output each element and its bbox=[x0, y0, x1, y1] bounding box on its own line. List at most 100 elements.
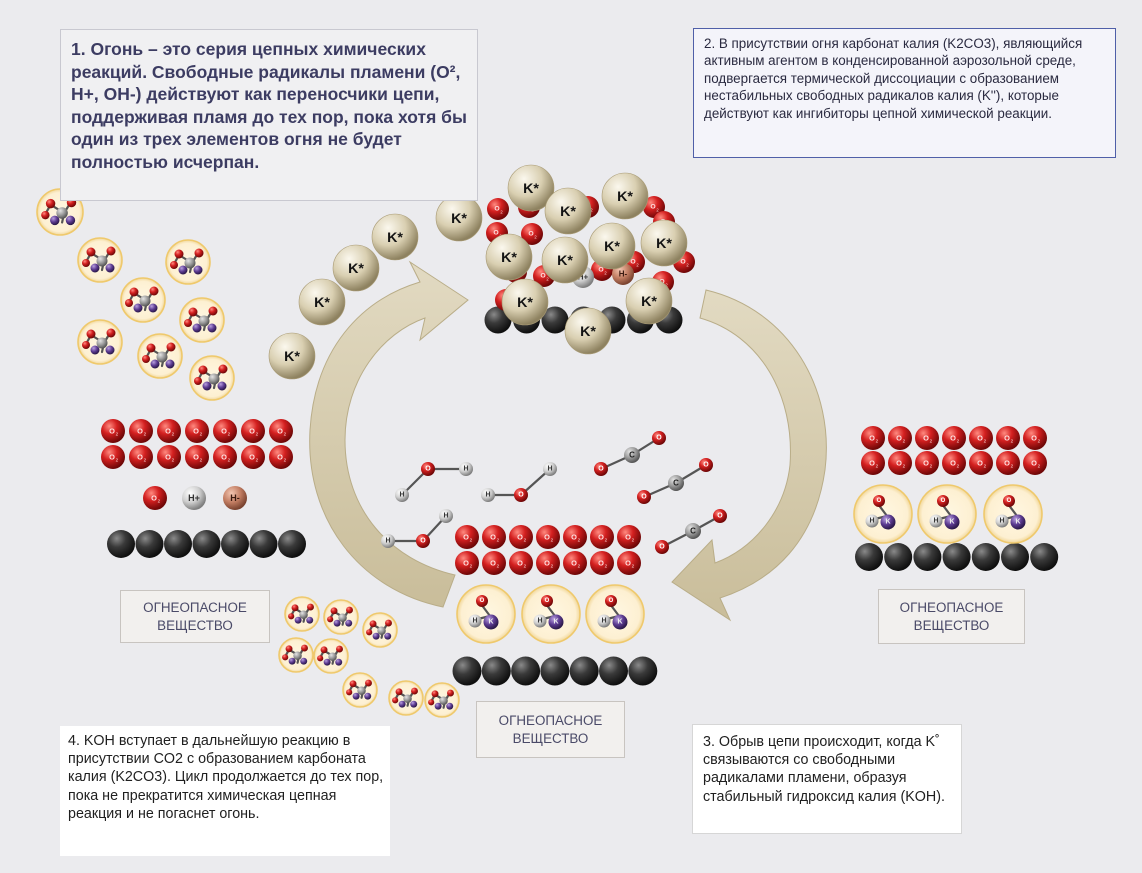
carbon-atom-sphere bbox=[184, 257, 196, 269]
oxygen-atom bbox=[194, 248, 204, 258]
carbon-atom-sphere bbox=[357, 686, 366, 696]
oxygen-atom bbox=[218, 364, 228, 374]
oxygen-atom: O bbox=[541, 595, 553, 607]
oxygen-symbol: O bbox=[490, 533, 496, 542]
potassium-atom-sphere bbox=[294, 616, 302, 624]
hydrogen-atom-symbol: H bbox=[999, 518, 1004, 525]
hydrogen-atom-sphere bbox=[481, 488, 495, 502]
fuel-atom bbox=[135, 530, 164, 558]
oxygen-symbol: O bbox=[571, 533, 577, 542]
potassium-atom-sphere bbox=[944, 514, 960, 530]
carbon-atom bbox=[403, 694, 412, 704]
potassium-atom: K bbox=[612, 614, 628, 630]
carbon-atom-sphere bbox=[56, 207, 68, 219]
oxygen-symbol: O bbox=[869, 434, 875, 443]
fuel-atom bbox=[249, 530, 278, 558]
potassium-atom bbox=[288, 657, 296, 665]
oxygen-symbol: O bbox=[540, 273, 546, 280]
oxygen-subscript: 2 bbox=[1011, 464, 1014, 469]
hydrogen-atom: H bbox=[459, 462, 473, 476]
potassium-radical-symbol: K* bbox=[523, 181, 539, 197]
potassium-atom bbox=[335, 658, 343, 666]
step-1-note: 1. Огонь – это серия цепных химических р… bbox=[60, 29, 478, 201]
carbonate-molecule bbox=[189, 355, 235, 401]
hydrogen-atom-sphere bbox=[381, 534, 395, 548]
oxygen-symbol: O bbox=[494, 206, 500, 213]
oxygen-subscript: 2 bbox=[957, 464, 960, 469]
oxygen-symbol: O bbox=[528, 231, 534, 238]
oxygen-atom bbox=[291, 604, 299, 612]
fuel-atom bbox=[971, 543, 1000, 571]
oxygen-atom-sphere bbox=[1003, 495, 1015, 507]
potassium-atom bbox=[202, 381, 212, 391]
oxygen-atom-sphere bbox=[447, 689, 454, 697]
oxygen-atom bbox=[327, 616, 334, 623]
carbon-atom-sphere bbox=[96, 337, 108, 349]
oxygen-atom bbox=[86, 247, 96, 257]
oxygen-atom-sphere bbox=[282, 654, 289, 661]
oxygen-atom bbox=[86, 329, 96, 339]
potassium-radical: K* bbox=[564, 307, 612, 355]
oxygen-subscript: 2 bbox=[903, 439, 906, 444]
carbonate-molecule bbox=[120, 277, 166, 323]
potassium-radical: K* bbox=[371, 213, 419, 261]
oxygen-atom bbox=[301, 644, 308, 652]
oxygen-atom bbox=[330, 607, 338, 615]
carbonate-molecule bbox=[165, 239, 211, 285]
oxygen-atom-sphere bbox=[288, 613, 295, 620]
oxygen-symbol: O bbox=[490, 559, 496, 568]
hydrogen-atom-symbol: H bbox=[601, 618, 606, 625]
koh-halo bbox=[983, 484, 1043, 544]
oxygen-atom-sphere bbox=[365, 679, 372, 687]
potassium-radical-sphere bbox=[371, 213, 419, 261]
oxygen-atom-sphere bbox=[346, 606, 353, 614]
carbon-atom bbox=[439, 696, 448, 706]
oxygen-atom: O bbox=[514, 488, 528, 502]
oxygen-atom-sphere bbox=[366, 629, 373, 636]
fuel-atom bbox=[278, 530, 306, 558]
carbon-atom bbox=[299, 610, 308, 620]
potassium-atom-sphere bbox=[150, 359, 160, 369]
oxygen-atom: O bbox=[637, 490, 651, 504]
koh-halo bbox=[853, 484, 913, 544]
potassium-atom bbox=[133, 303, 143, 313]
oxygen-sphere bbox=[213, 419, 237, 443]
oxygen-sphere bbox=[157, 419, 181, 443]
oxygen-atom-symbol: O bbox=[656, 435, 662, 442]
oxygen-symbol: O bbox=[923, 459, 929, 468]
oxygen-atom bbox=[346, 689, 353, 696]
carbon-atom bbox=[208, 373, 220, 385]
oxygen-atom-symbol: O bbox=[518, 492, 524, 499]
oxygen-atom bbox=[41, 210, 50, 220]
oxygen-atom-sphere bbox=[125, 299, 133, 307]
oxygen-sphere bbox=[861, 426, 885, 450]
potassium-radical: K* bbox=[268, 332, 316, 380]
oxygen-atom-sphere bbox=[146, 343, 156, 353]
oxygen-subscript: 2 bbox=[172, 458, 175, 463]
hydrogen-atom-symbol: H bbox=[463, 466, 468, 473]
oxygen-atom-sphere bbox=[82, 259, 90, 267]
potassium-atom bbox=[165, 359, 175, 369]
oxygen-atom-sphere bbox=[317, 655, 324, 662]
oxygen-atom-sphere bbox=[514, 488, 528, 502]
oxygen-sphere bbox=[157, 445, 181, 469]
potassium-radical: K* bbox=[485, 233, 533, 281]
oxygen-sphere bbox=[915, 426, 939, 450]
potassium-atom bbox=[90, 345, 100, 355]
potassium-radical: K* bbox=[544, 187, 592, 235]
hydroxide-ion: H- bbox=[223, 486, 247, 510]
fuel-atom bbox=[164, 530, 192, 558]
potassium-atom-sphere bbox=[352, 692, 360, 700]
oxygen-symbol: O bbox=[1004, 459, 1010, 468]
